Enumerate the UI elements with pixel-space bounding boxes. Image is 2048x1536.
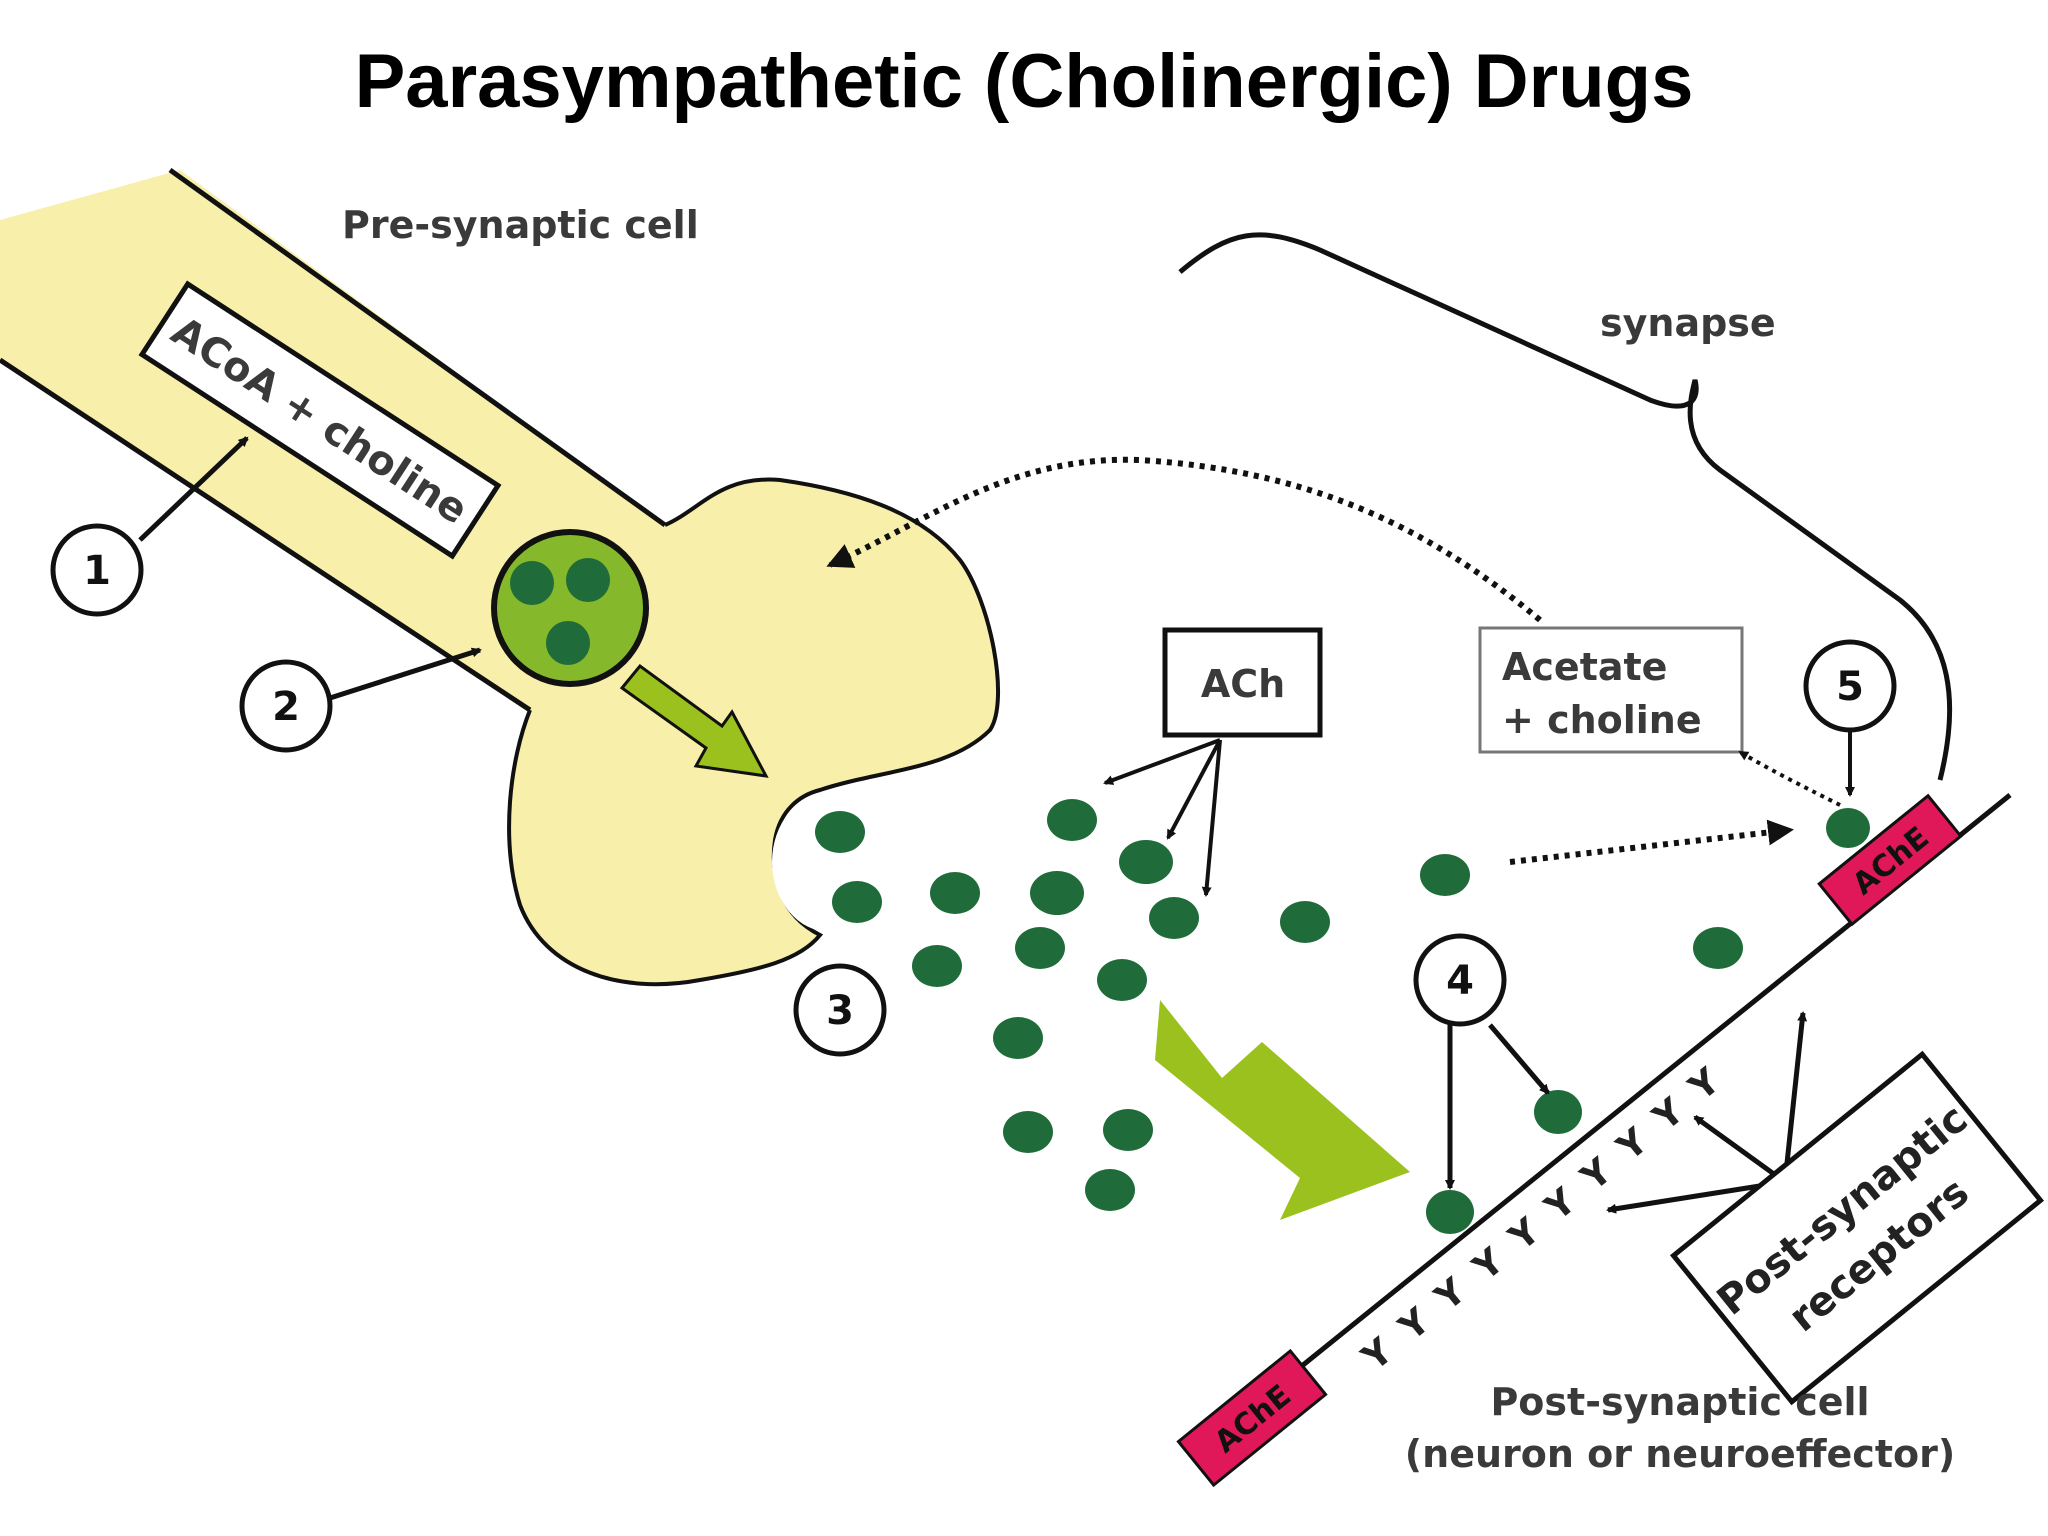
ach-label: ACh	[1201, 662, 1285, 706]
ach-molecule	[1085, 1169, 1135, 1211]
axon-top-edge	[168, 168, 667, 528]
ach-molecule	[1030, 871, 1084, 915]
ach-molecule	[912, 945, 962, 987]
ache-enzyme-lower: AChE	[1176, 1348, 1328, 1488]
page-title: Parasympathetic (Cholinergic) Drugs	[354, 39, 1694, 124]
ach-molecule	[930, 872, 980, 914]
ach-bound-receptor	[1534, 1090, 1582, 1134]
step-5-marker: 5	[1803, 639, 1897, 733]
acetate-choline-box: Acetate + choline	[1478, 626, 1744, 754]
acetate-label-line2: + choline	[1502, 698, 1702, 742]
ach-molecule	[1420, 854, 1470, 896]
receptor: Y	[1609, 1120, 1657, 1169]
ach-molecules	[815, 799, 1743, 1211]
ach-molecule	[1280, 901, 1330, 943]
receptor: Y	[1573, 1150, 1621, 1199]
synaptic-vesicle	[491, 529, 649, 687]
release-arrow	[619, 663, 769, 778]
synapse-label: synapse	[1600, 301, 1776, 345]
step-4-label: 4	[1446, 958, 1474, 1004]
ach-molecule	[815, 811, 865, 853]
ach-molecule	[1097, 959, 1147, 1001]
ach-molecule	[1149, 897, 1199, 939]
receptor-pointer-2	[1693, 1114, 1787, 1185]
step-2-arrow	[329, 647, 482, 701]
ach-molecule	[1119, 840, 1173, 884]
step-4-arrow-diag	[1488, 1023, 1550, 1095]
receptor: Y	[1391, 1300, 1439, 1349]
receptor: Y	[1681, 1060, 1729, 1109]
receptor: Y	[1427, 1270, 1475, 1319]
ach-molecule	[832, 881, 882, 923]
receptor: Y	[1501, 1210, 1549, 1259]
terminal-outline	[507, 477, 1001, 987]
ach-molecule	[1015, 927, 1065, 969]
synapse-brace	[1178, 232, 1953, 781]
hydrolysis-dotted-arrow	[1738, 750, 1841, 807]
receptor: Y	[1465, 1240, 1513, 1289]
ach-molecule	[1047, 799, 1097, 841]
ach-bound-receptor	[1426, 1190, 1474, 1234]
ach-bound-ache	[1826, 808, 1870, 848]
ach-pointer-1	[1103, 738, 1221, 785]
ach-molecule	[1103, 1109, 1153, 1151]
ach-molecule	[1003, 1111, 1053, 1153]
diffusion-big-arrow	[1155, 1000, 1410, 1220]
postsynaptic-cell-label-line1: Post-synaptic cell	[1490, 1380, 1869, 1424]
step-2-marker: 2	[239, 659, 333, 753]
synapse-diagram: ACoA + choline 1 2 3 4 5 Pre-synaptic ce…	[0, 168, 2045, 1488]
step-1-label: 1	[83, 548, 111, 594]
reuptake-dotted-arrow	[826, 456, 1542, 623]
step-3-marker: 3	[793, 963, 887, 1057]
receptor: Y	[1645, 1090, 1693, 1139]
ach-box: ACh	[1162, 627, 1323, 738]
presynaptic-cell-label: Pre-synaptic cell	[342, 203, 699, 247]
receptor: Y	[1537, 1180, 1585, 1229]
ach-molecule	[1693, 927, 1743, 969]
postsynaptic-receptors-box: Post-synaptic receptors	[1669, 1050, 2045, 1406]
diffusion-dotted-arrow	[1509, 819, 1794, 865]
step-1-marker: 1	[50, 523, 144, 617]
step-3-label: 3	[826, 988, 854, 1034]
acetate-label-line1: Acetate	[1502, 645, 1667, 689]
axon-bottom-edge	[0, 357, 532, 713]
receptor: Y	[1354, 1330, 1402, 1379]
ach-pointer-2	[1166, 739, 1222, 840]
step-1-arrow	[138, 436, 249, 542]
step-4-marker: 4	[1413, 933, 1507, 1027]
step-2-label: 2	[272, 684, 300, 730]
ach-molecule	[993, 1017, 1043, 1059]
postsynaptic-cell-label-line2: (neuron or neuroeffector)	[1405, 1432, 1955, 1476]
ach-pointer-3	[1201, 739, 1222, 897]
step-5-label: 5	[1836, 664, 1864, 710]
receptor-pointer-3	[1782, 1011, 1808, 1183]
